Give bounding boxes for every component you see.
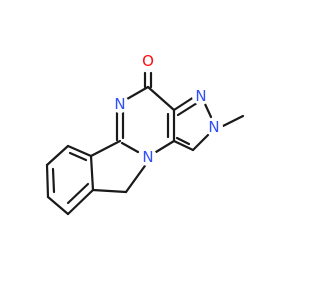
bond-c-n-pyrimidine — [125, 85, 150, 101]
bond-layer — [45, 71, 245, 216]
atom-n-pyrimidine-label: N — [114, 95, 125, 113]
atom-nitrogen-pyrazole-a: N — [192, 87, 210, 105]
bond-ch-c-2 — [175, 136, 191, 146]
bond-benzene-6b — [68, 151, 88, 162]
molecule-structure-diagram: O N N N N — [45, 52, 245, 216]
atom-labels: O N N N N — [111, 52, 223, 166]
bond-benzene-6 — [66, 144, 93, 158]
bond-nbridge-c — [154, 139, 176, 154]
atom-n-pyrazole-a-bg — [192, 87, 210, 105]
atom-n-pyrazole-a-label: N — [195, 87, 206, 105]
atom-n-pyrazole-b-label: N — [208, 118, 219, 136]
bond-benzene-1 — [89, 154, 95, 192]
atom-n-pyrazole-b-bg — [205, 118, 223, 136]
bond-c-benzene — [89, 139, 122, 158]
atom-oxygen-label: O — [142, 52, 154, 70]
atom-nitrogen-pyrimidine: N — [111, 95, 129, 113]
atom-n-bridge-label: N — [142, 148, 153, 166]
atom-nitrogen-pyrazole-b: N — [205, 118, 223, 136]
bond-nbridge-ch2 — [124, 161, 149, 194]
bond-c-npyrazole-a-2 — [176, 101, 199, 117]
bond-benzene-2 — [66, 188, 95, 216]
bond-benzene-5 — [45, 144, 70, 167]
bond-benzene-2b — [66, 182, 90, 205]
bond-c-npyrazole-a-1 — [172, 95, 196, 112]
bond-benzene-4b — [51, 167, 56, 194]
bond-c-carbonyl — [146, 85, 176, 112]
bond-ch-c-1 — [172, 139, 195, 152]
atom-oxygen-bg — [139, 52, 157, 70]
bond-npyrazole-a-b — [203, 102, 213, 119]
bond-n-methyl — [221, 114, 245, 128]
atom-nitrogen-bridge: N — [139, 148, 157, 166]
bond-benzene-4 — [45, 163, 50, 199]
bond-npyrazole-b-ch — [191, 133, 210, 152]
atom-oxygen: O — [139, 52, 157, 70]
bond-benzene-3 — [46, 195, 70, 216]
atom-n-bridge-bg — [139, 148, 157, 166]
bond-c-nbridge — [120, 141, 140, 154]
bond-ch2-benzene — [91, 188, 128, 194]
atom-n-pyrimidine-bg — [111, 95, 129, 113]
